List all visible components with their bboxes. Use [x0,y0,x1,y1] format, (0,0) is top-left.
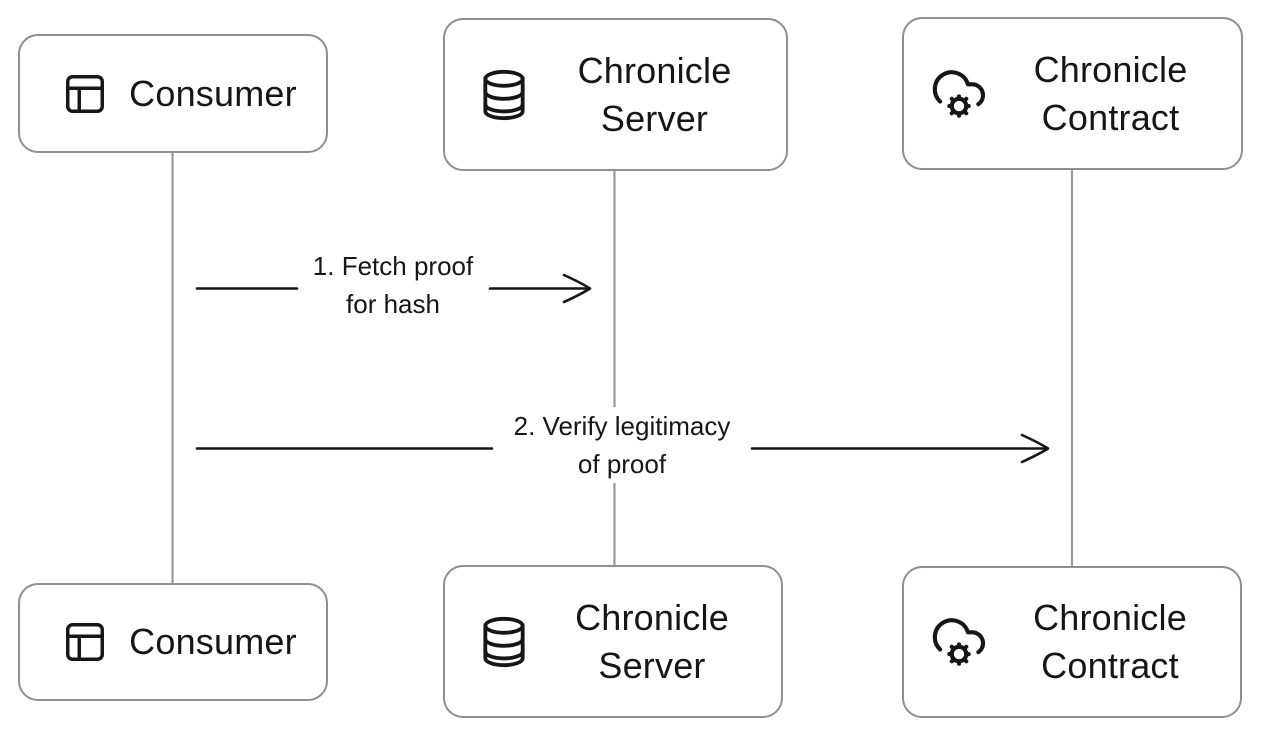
arrow-message-1 [195,273,592,304]
actor-label-consumer: Consumer [129,72,297,114]
actor-box-chronicle-contract-top: Chronicle Contract [902,17,1243,170]
actor-label-chronicle-contract: Chronicle Contract [1033,48,1188,138]
message-2-line-2: of proof [577,449,667,479]
actor-label-chronicle-server: Chronicle Server [575,596,729,686]
actor-label-chronicle-contract: Chronicle Contract [1033,597,1187,686]
actor-label-chronicle-server: Chronicle Server [577,49,732,139]
database-icon [477,66,531,124]
actor-box-chronicle-contract-bottom: Chronicle Contract [902,566,1242,718]
actor-box-consumer-top: Consumer [18,34,328,153]
arrow-message-2 [195,433,1050,464]
message-2-line-1: 2. Verify legitimacy [513,411,731,441]
actor-box-chronicle-server-bottom: Chronicle Server [443,565,783,718]
message-1-line-1: 1. Fetch proof [312,251,474,281]
layout-icon [62,71,108,117]
actor-label-consumer: Consumer [129,621,297,662]
message-2-label: 2. Verify legitimacy of proof [505,407,739,483]
arrowhead-message-2 [1020,433,1050,464]
message-1-label: 1. Fetch proof for hash [304,247,482,323]
message-1-line-2: for hash [346,289,440,319]
actor-box-chronicle-server-top: Chronicle Server [443,18,788,171]
cloud-cog-icon [930,65,988,123]
database-icon [477,613,531,671]
layout-icon [62,619,108,665]
cloud-cog-icon [930,613,988,671]
arrowhead-message-1 [562,273,592,304]
actor-box-consumer-bottom: Consumer [18,583,328,701]
